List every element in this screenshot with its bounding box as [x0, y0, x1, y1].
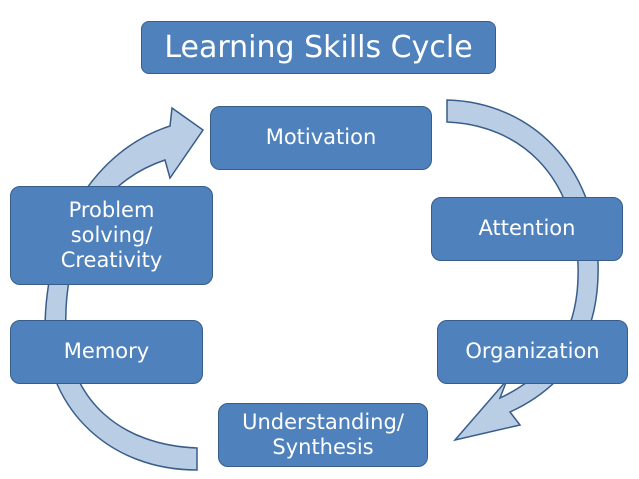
node-understanding-synthesis: Understanding/ Synthesis — [218, 403, 428, 467]
node-line: Synthesis — [272, 435, 374, 459]
arrow-right-arc — [446, 99, 599, 442]
node-attention: Attention — [431, 197, 623, 261]
node-line: Creativity — [60, 248, 163, 273]
node-line: Problem — [68, 197, 155, 222]
diagram-title: Learning Skills Cycle — [141, 21, 496, 74]
node-memory: Memory — [10, 320, 203, 384]
node-line: Understanding/ — [242, 409, 404, 434]
node-motivation: Motivation — [210, 106, 432, 170]
node-line: solving/ — [70, 222, 153, 247]
node-organization: Organization — [437, 320, 628, 384]
arrow-left-arc — [44, 106, 205, 471]
node-problem-solving-creativity: Problem solving/ Creativity — [10, 186, 213, 285]
